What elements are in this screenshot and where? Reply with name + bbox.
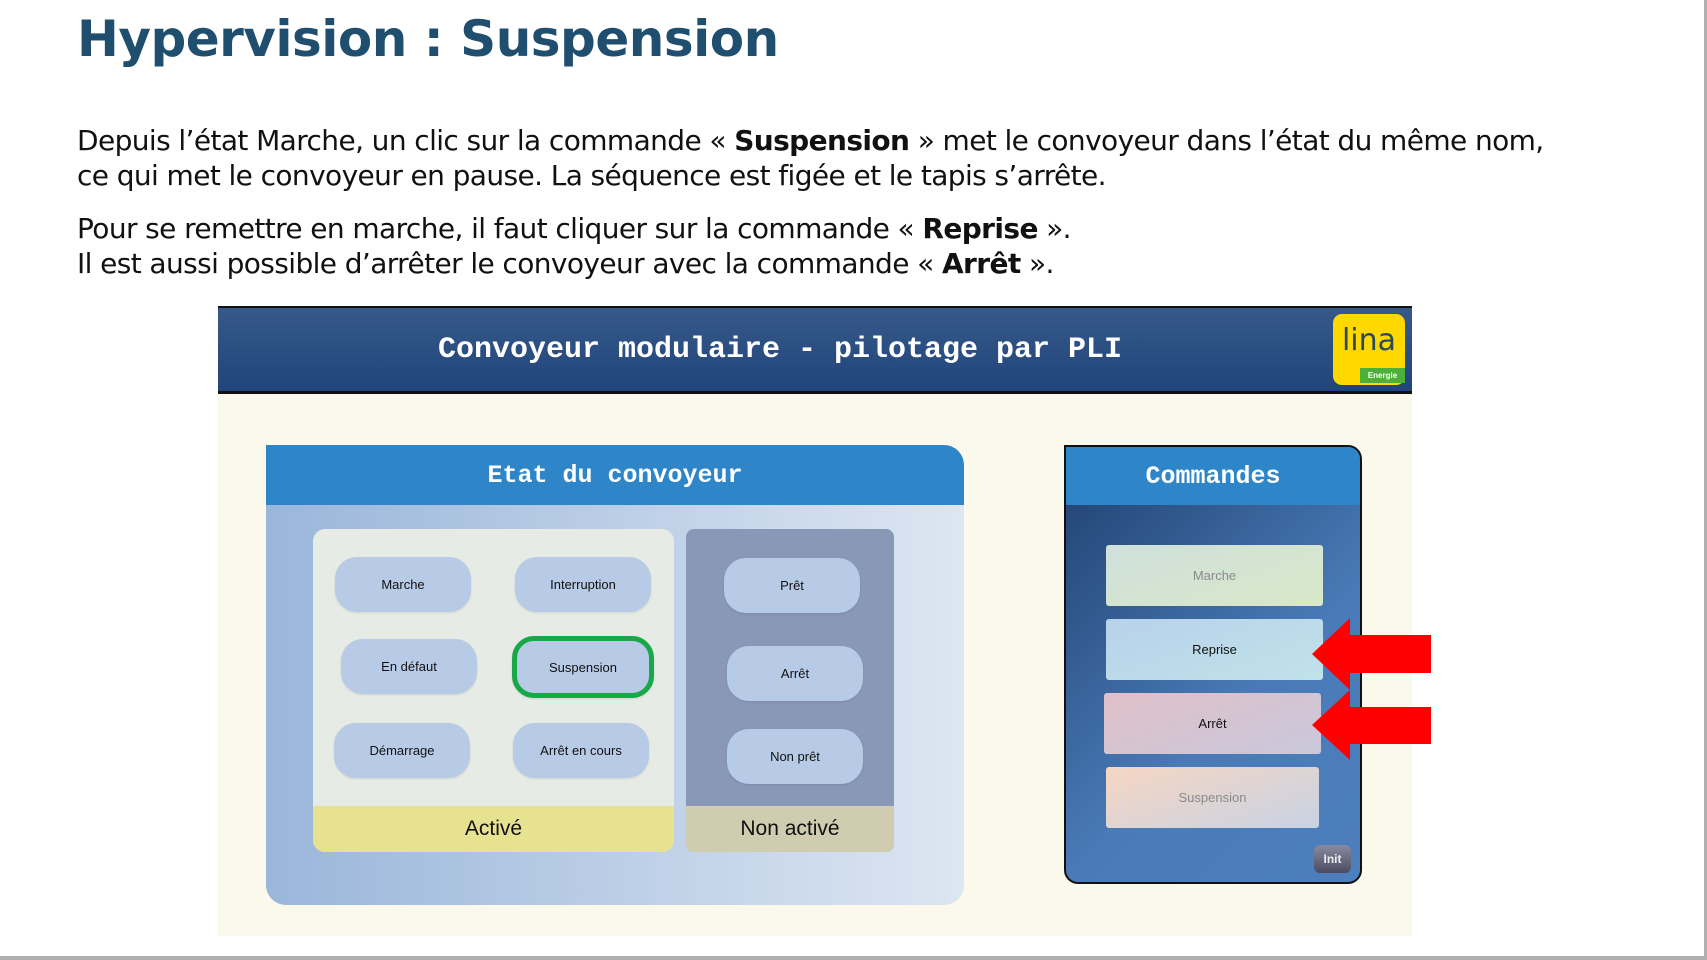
state-panel-title: Etat du convoyeur (266, 445, 964, 505)
text: ». (1020, 247, 1054, 280)
cmd-marche-button[interactable]: Marche (1106, 545, 1323, 606)
text: » met le convoyeur dans l’état du même n… (909, 124, 1545, 157)
slide-border-bottom (0, 956, 1707, 960)
text: Pour se remettre en marche, il faut cliq… (77, 212, 923, 245)
text: ». (1037, 212, 1071, 245)
state-marche: Marche (335, 557, 471, 612)
app-title: Convoyeur modulaire - pilotage par PLI (437, 332, 1123, 367)
paragraph-1: Depuis l’état Marche, un clic sur la com… (77, 123, 1544, 193)
lina-logo-sub: Energie (1360, 368, 1405, 383)
slide-title: Hypervision : Suspension (77, 10, 779, 68)
state-arret: Arrêt (727, 646, 863, 701)
text: Il est aussi possible d’arrêter le convo… (77, 247, 942, 280)
state-pret: Prêt (724, 558, 860, 613)
cmd-reprise-button[interactable]: Reprise (1106, 619, 1323, 680)
arrow-arret-icon (1312, 690, 1431, 760)
cmd-suspension-button[interactable]: Suspension (1106, 767, 1319, 828)
state-demarrage: Démarrage (334, 723, 470, 778)
paragraph-2: Pour se remettre en marche, il faut cliq… (77, 211, 1072, 281)
bold-text: Suspension (734, 124, 910, 157)
cmd-arret-button[interactable]: Arrêt (1104, 693, 1321, 754)
annotation-arrows (1312, 618, 1431, 760)
init-button[interactable]: Init (1314, 845, 1351, 873)
slide-border-right (1704, 0, 1707, 960)
state-non-pret: Non prêt (727, 729, 863, 784)
active-label: Activé (313, 806, 674, 852)
app-header: Convoyeur modulaire - pilotage par PLI (218, 306, 1412, 394)
bold-text: Arrêt (941, 247, 1021, 280)
state-interruption: Interruption (515, 557, 651, 612)
commands-panel-title: Commandes (1066, 447, 1360, 505)
state-en-defaut: En défaut (341, 639, 477, 694)
inactive-label: Non activé (686, 806, 894, 852)
arrow-reprise-icon (1312, 618, 1431, 690)
text: ce qui met le convoyeur en pause. La séq… (77, 159, 1107, 192)
bold-text: Reprise (922, 212, 1038, 245)
state-suspension-current: Suspension (512, 636, 654, 698)
state-arret-en-cours: Arrêt en cours (513, 723, 649, 778)
text: Depuis l’état Marche, un clic sur la com… (77, 124, 735, 157)
